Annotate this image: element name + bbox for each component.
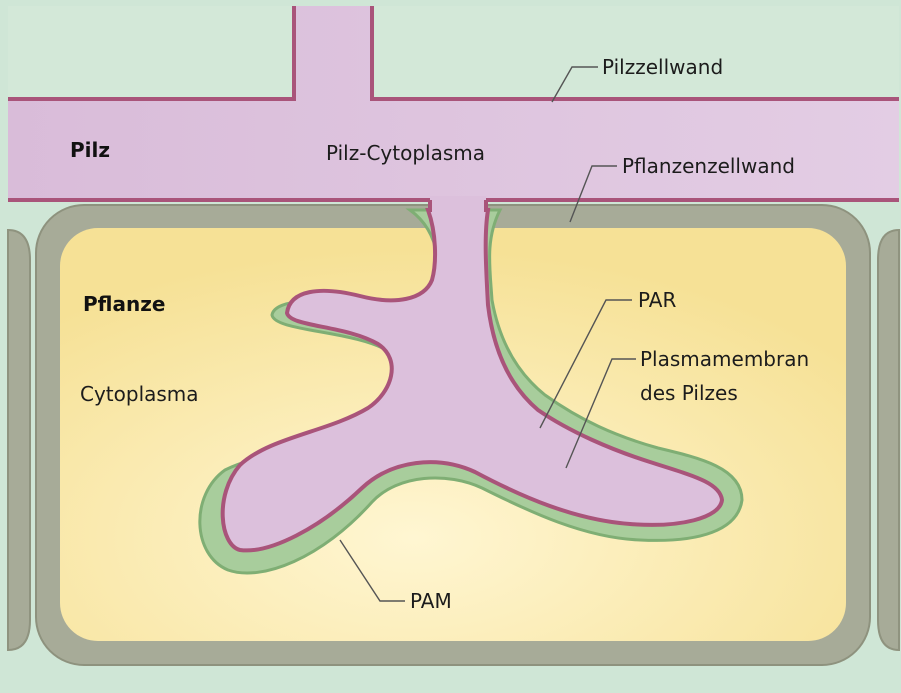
left-plant-cell xyxy=(8,230,30,650)
label-plasmamembran-line1: Plasmamembran xyxy=(640,347,809,371)
label-pilz-cytoplasma: Pilz-Cytoplasma xyxy=(326,141,485,165)
label-plasmamembran-line2: des Pilzes xyxy=(640,381,738,405)
label-cytoplasma: Cytoplasma xyxy=(80,382,199,406)
label-pam: PAM xyxy=(410,589,452,613)
label-par: PAR xyxy=(638,288,676,312)
label-pilzzellwand: Pilzzellwand xyxy=(602,55,723,79)
upper-cell-left xyxy=(8,6,294,99)
upper-cell-right xyxy=(372,6,899,99)
label-pflanze: Pflanze xyxy=(83,292,165,316)
right-plant-cell xyxy=(878,230,899,650)
hypha-branch-junction xyxy=(430,196,486,212)
label-pilz: Pilz xyxy=(70,138,110,162)
label-pflanzenzellwand: Pflanzenzellwand xyxy=(622,154,795,178)
